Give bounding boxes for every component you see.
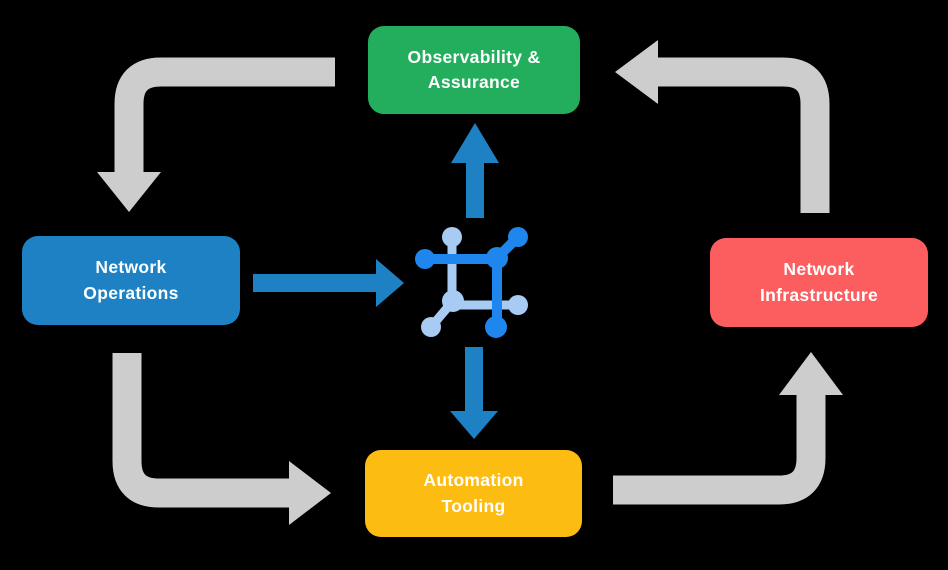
node-observability-assurance: Observability & Assurance bbox=[368, 26, 580, 114]
node-observability-assurance-label-line1: Observability & bbox=[407, 46, 541, 67]
node-network-infrastructure-label-line2: Infrastructure bbox=[760, 284, 878, 305]
blue-arrowhead-right-icon bbox=[376, 259, 404, 307]
arrowhead-up-icon bbox=[779, 352, 843, 395]
arrow-tooling-to-infrastructure bbox=[613, 394, 826, 505]
outer-cycle-arrows bbox=[112, 57, 830, 508]
network-platform-icon bbox=[415, 227, 528, 338]
arrow-observability-to-operations bbox=[114, 57, 335, 174]
node-observability-assurance-label-line2: Assurance bbox=[427, 72, 521, 92]
network-platform-icon-dark-part bbox=[415, 227, 528, 338]
outer-cycle-arrowheads bbox=[97, 40, 843, 525]
node-network-operations-label-line1: Network bbox=[95, 257, 167, 278]
blue-arrowhead-up-icon bbox=[451, 123, 499, 163]
node-network-operations: Network Operations bbox=[22, 236, 240, 325]
inner-arrowheads bbox=[376, 123, 499, 439]
arrow-infrastructure-to-observability bbox=[657, 57, 830, 213]
node-automation-tooling: Automation Tooling bbox=[365, 450, 582, 537]
arrowhead-left-icon bbox=[615, 40, 658, 104]
node-network-infrastructure-label-line1: Network bbox=[783, 259, 855, 280]
inner-arrows bbox=[253, 162, 484, 412]
node-automation-tooling-label-line2: Tooling bbox=[441, 495, 506, 516]
blue-arrowhead-down-icon bbox=[450, 411, 498, 439]
arrowhead-right-icon bbox=[289, 461, 331, 525]
network-platform-icon-light-part bbox=[421, 227, 528, 337]
arrow-operations-to-tooling bbox=[112, 353, 290, 508]
node-automation-tooling-label-line1: Automation bbox=[423, 470, 524, 491]
node-network-infrastructure: Network Infrastructure bbox=[710, 238, 928, 327]
node-network-operations-label-line2: Operations bbox=[83, 282, 179, 303]
arrowhead-down-icon bbox=[97, 172, 161, 212]
